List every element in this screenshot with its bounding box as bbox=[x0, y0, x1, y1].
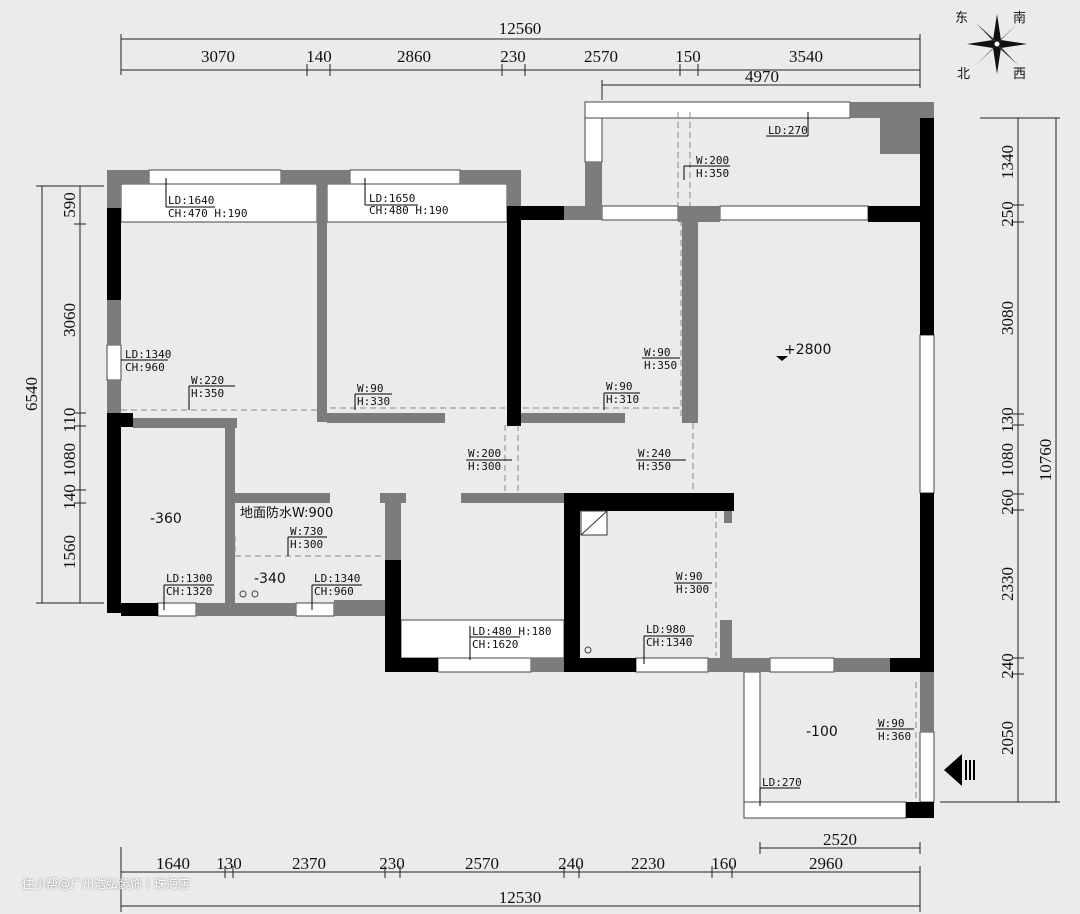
annotation-label: H:350 bbox=[644, 359, 677, 372]
dim-bottom-seg-2: 130 bbox=[216, 854, 242, 873]
annotation-label: H:300 bbox=[676, 583, 709, 596]
annotation-label: H:350 bbox=[638, 460, 671, 473]
compass-south-label: 南 bbox=[1013, 10, 1026, 26]
dim-right-seg-8: 240 bbox=[998, 653, 1017, 679]
dim-left-seg-4: 1080 bbox=[60, 443, 79, 477]
annotation-label: LD:1340 bbox=[314, 572, 360, 585]
annotation-label: H:330 bbox=[357, 395, 390, 408]
dim-right-seg-6: 260 bbox=[998, 489, 1017, 515]
annotation-label: W:90 bbox=[357, 382, 384, 395]
annotation-label: W:90 bbox=[878, 717, 905, 730]
dim-right-seg-9: 2050 bbox=[998, 721, 1017, 755]
walls bbox=[106, 101, 935, 819]
annotation-label: W:220 bbox=[191, 374, 224, 387]
annotation-label: W:730 bbox=[290, 525, 323, 538]
dim-right-seg-7: 2330 bbox=[998, 567, 1017, 601]
dim-top-seg-3: 2860 bbox=[397, 47, 431, 66]
annotation-label: LD:1300 bbox=[166, 572, 212, 585]
compass-north-label: 北 bbox=[957, 67, 970, 82]
annotation-label: LD:1640 bbox=[168, 194, 214, 207]
floor-waterproof-label: 地面防水W:900 bbox=[240, 505, 333, 521]
dim-right-seg-2: 250 bbox=[998, 201, 1017, 227]
annotation-label: H:300 bbox=[290, 538, 323, 551]
top-dimensions: 12560 3070 140 2860 230 2570 150 3540 49… bbox=[120, 19, 921, 100]
dashed-lines bbox=[121, 112, 917, 800]
floor-levels: +2800 -360 -340 -100 bbox=[150, 342, 838, 740]
annotation-label: LD:1650 bbox=[369, 192, 415, 205]
dim-bottom-seg-8: 160 bbox=[711, 854, 737, 873]
annotation-label: CH:960 bbox=[314, 585, 354, 598]
annotation-label: W:200 bbox=[468, 447, 501, 460]
dim-right-seg-1: 1340 bbox=[998, 145, 1017, 179]
level-living: +2800 bbox=[784, 342, 831, 358]
dim-top-seg-6: 150 bbox=[675, 47, 701, 66]
left-dimensions: 6540 590 3060 110 1080 140 1560 bbox=[22, 185, 104, 604]
compass: 东 南 北 西 bbox=[955, 10, 1027, 82]
annotation-label: W:240 bbox=[638, 447, 671, 460]
annotation-label: W:90 bbox=[606, 380, 633, 393]
annotation-label: H:360 bbox=[878, 730, 911, 743]
dim-bottom-seg-3: 2370 bbox=[292, 854, 326, 873]
dim-top-seg-7: 3540 bbox=[789, 47, 823, 66]
entrance-arrow-icon bbox=[944, 754, 975, 786]
level-bath: -360 bbox=[150, 511, 182, 527]
annotation-label: CH:1620 bbox=[472, 638, 518, 651]
annotation-label: H:350 bbox=[696, 167, 729, 180]
annotation-label: W:90 bbox=[676, 570, 703, 583]
right-dimensions: 1340 250 3080 130 1080 260 2330 240 2050… bbox=[940, 117, 1060, 803]
dim-bottom-seg-1: 1640 bbox=[156, 854, 190, 873]
dim-bottom-total: 12530 bbox=[499, 888, 542, 907]
dim-top-seg-4: 230 bbox=[500, 47, 526, 66]
annotation-label: CH:1340 bbox=[646, 636, 692, 649]
annotation-label: LD:270 bbox=[762, 776, 802, 789]
dim-left-seg-3: 110 bbox=[60, 408, 79, 433]
level-laundry: -340 bbox=[254, 571, 286, 587]
bottom-dimensions: 2520 1640 130 2370 230 2570 240 2230 160… bbox=[120, 830, 921, 912]
dim-top-right: 4970 bbox=[745, 67, 779, 86]
compass-east-label: 东 bbox=[955, 11, 968, 26]
dim-top-seg-1: 3070 bbox=[201, 47, 235, 66]
annotation-labels: LD:1640 CH:470 H:190 LD:1650 CH:480 H:19… bbox=[125, 124, 911, 789]
annotation-label: LD:980 bbox=[646, 623, 686, 636]
dim-top-total: 12560 bbox=[499, 19, 542, 38]
dim-bottom-seg-4: 230 bbox=[379, 854, 405, 873]
annotation-label: LD:1340 bbox=[125, 348, 171, 361]
dim-right-total: 10760 bbox=[1036, 439, 1055, 482]
annotation-label: LD:480 H:180 bbox=[472, 625, 551, 638]
dim-bottom-seg-6: 240 bbox=[558, 854, 584, 873]
dim-right-seg-4: 130 bbox=[998, 407, 1017, 433]
dim-right-seg-3: 3080 bbox=[998, 301, 1017, 335]
annotation-label: H:300 bbox=[468, 460, 501, 473]
compass-west-label: 西 bbox=[1013, 67, 1026, 82]
annotation-label: CH:960 bbox=[125, 361, 165, 374]
annotation-label: H:310 bbox=[606, 393, 639, 406]
annotation-label: CH:470 H:190 bbox=[168, 207, 247, 220]
dim-bottom-seg-7: 2230 bbox=[631, 854, 665, 873]
dim-top-seg-2: 140 bbox=[306, 47, 332, 66]
dim-left-total: 6540 bbox=[22, 377, 41, 411]
dim-bottom-seg-5: 2570 bbox=[465, 854, 499, 873]
annotation-label: CH:480 H:190 bbox=[369, 204, 448, 217]
dim-right-seg-5: 1080 bbox=[998, 443, 1017, 477]
dim-top-seg-5: 2570 bbox=[584, 47, 618, 66]
annotation-label: H:350 bbox=[191, 387, 224, 400]
dim-left-seg-2: 3060 bbox=[60, 303, 79, 337]
watermark: 住小帮@广州浩弘装饰丨珠海店 bbox=[22, 877, 191, 891]
fixtures bbox=[239, 356, 788, 654]
dim-left-seg-5: 140 bbox=[60, 484, 79, 510]
dim-bottom-right: 2520 bbox=[823, 830, 857, 849]
annotation-label: W:90 bbox=[644, 346, 671, 359]
annotation-label: CH:1320 bbox=[166, 585, 212, 598]
dim-left-seg-1: 590 bbox=[60, 192, 79, 218]
dim-left-seg-6: 1560 bbox=[60, 535, 79, 569]
annotation-label: W:200 bbox=[696, 154, 729, 167]
annotation-leaders bbox=[121, 112, 914, 806]
dim-bottom-seg-9: 2960 bbox=[809, 854, 843, 873]
annotation-label: LD:270 bbox=[768, 124, 808, 137]
level-balcony: -100 bbox=[806, 724, 838, 740]
